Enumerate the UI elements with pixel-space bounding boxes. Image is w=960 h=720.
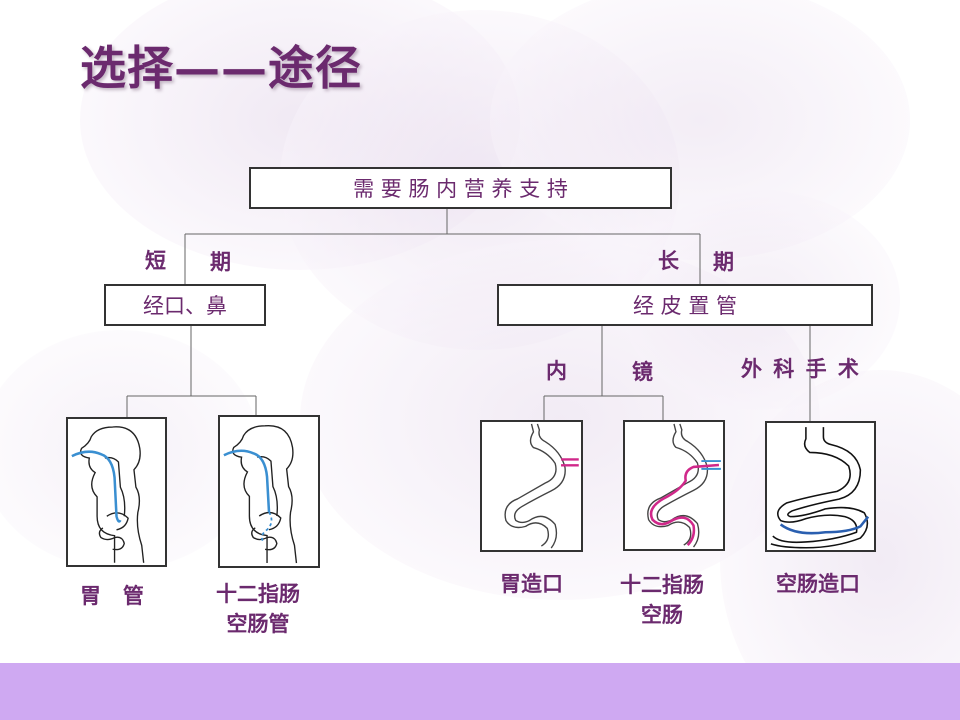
intestine-icon	[770, 427, 870, 549]
body-profile-icon	[223, 425, 298, 564]
jejunostomy-illustration	[765, 421, 876, 552]
caption-jejunostomy: 空肠造口	[776, 571, 860, 596]
gastrostomy-illustration	[480, 420, 583, 552]
oral-nasal-box: 经口、鼻	[104, 284, 266, 326]
caption-duodenal-jejunal-tube: 十二指肠 空肠管	[216, 581, 300, 636]
stomach-icon	[504, 423, 579, 549]
long-term-label-right: 期	[713, 249, 734, 274]
caption-gastric-tube: 胃 管	[80, 583, 144, 608]
duodenum-jejunum-illustration	[623, 420, 725, 551]
long-term-label-left: 长	[658, 248, 679, 273]
caption-duodenum-jejunum: 十二指肠 空肠	[620, 572, 704, 627]
short-term-label-left: 短	[145, 248, 166, 273]
percutaneous-box: 经 皮 置 管	[497, 284, 873, 326]
endoscopy-label-left: 内	[546, 358, 567, 383]
bottom-bar	[0, 663, 960, 720]
body-profile-icon	[71, 426, 145, 563]
caption-gastrostomy: 胃造口	[500, 571, 563, 596]
surgery-label: 外 科 手 术	[741, 356, 861, 381]
gastric-tube-illustration	[66, 417, 167, 567]
endoscopy-label-right: 镜	[632, 359, 653, 384]
root-box-enteral-nutrition: 需 要 肠 内 营 养 支 持	[249, 167, 672, 209]
duodenal-jejunal-tube-illustration	[218, 415, 320, 568]
page-title: 选择——途径	[80, 41, 362, 95]
short-term-label-right: 期	[210, 249, 231, 274]
stomach-icon	[647, 423, 721, 548]
